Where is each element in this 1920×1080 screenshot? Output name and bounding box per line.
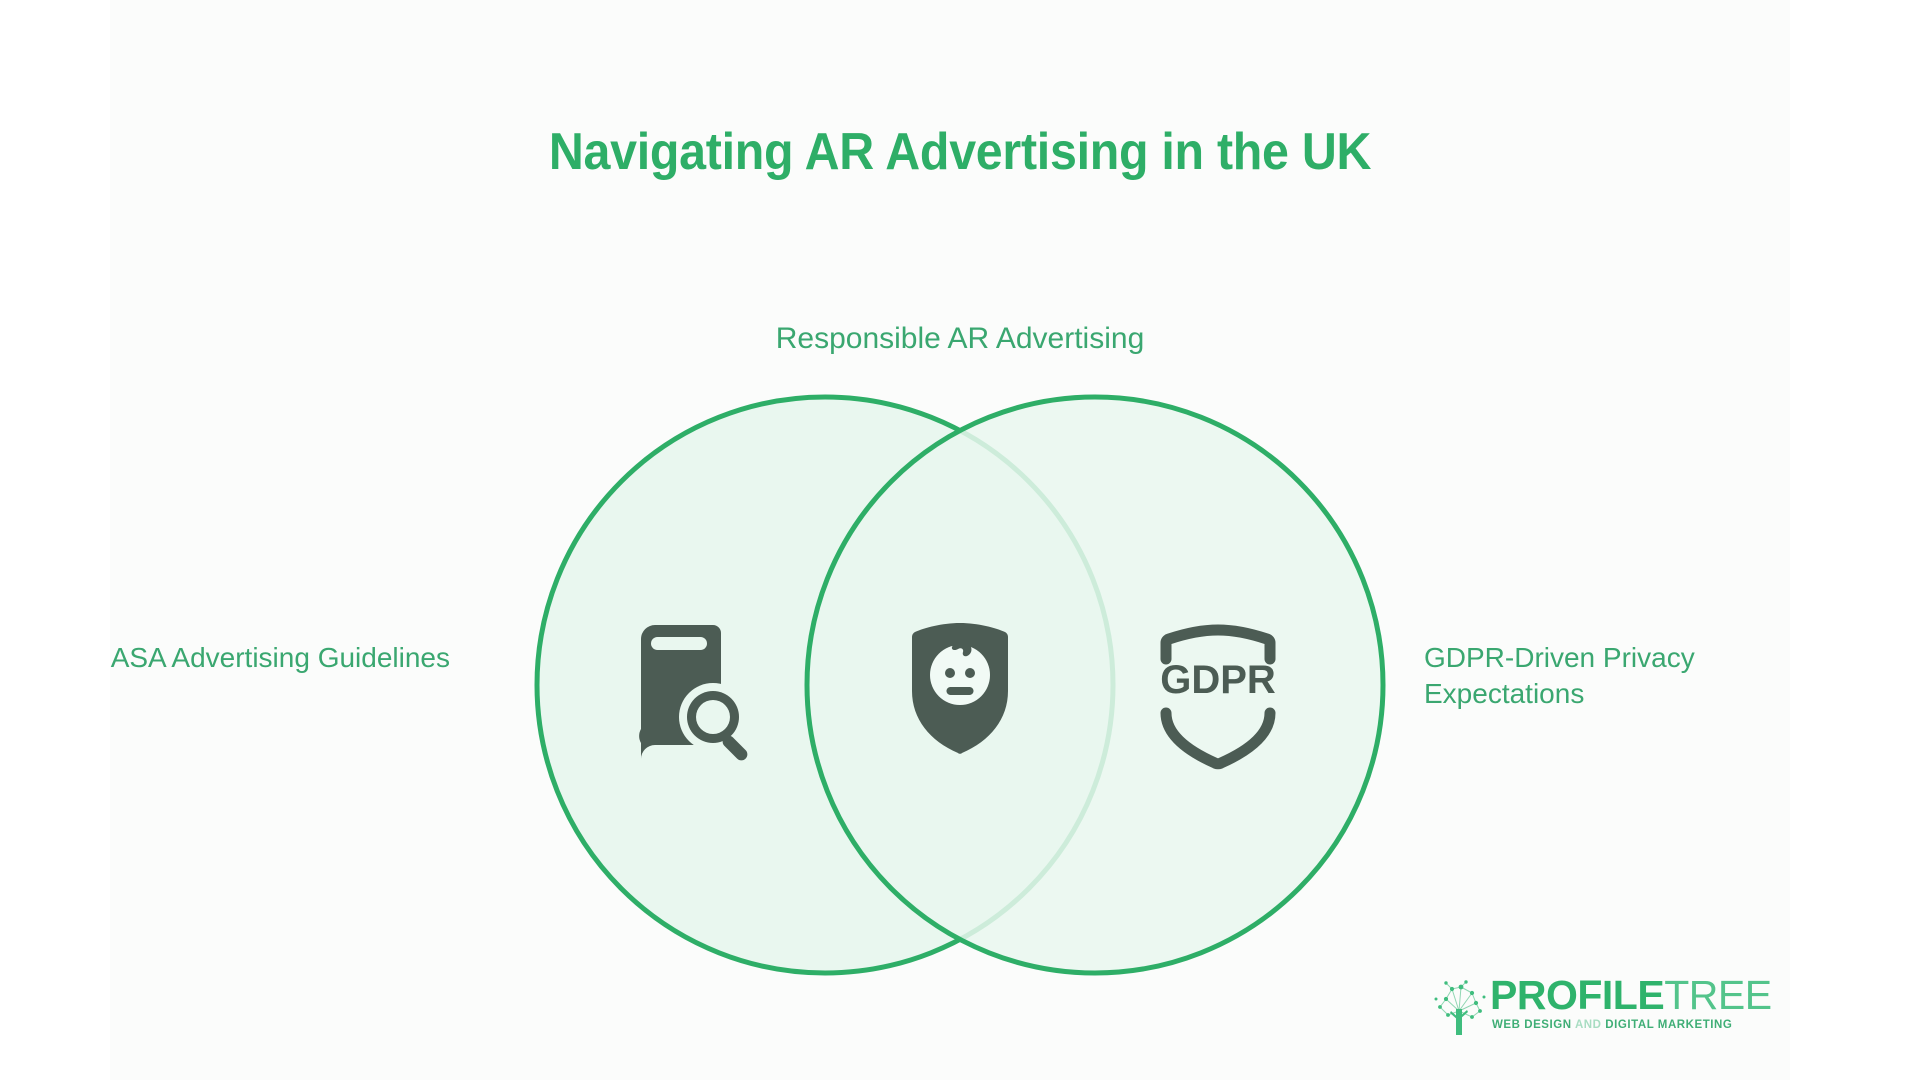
- logo-tagline-part3: DIGITAL MARKETING: [1605, 1019, 1733, 1031]
- shield-child-icon: [912, 623, 1008, 754]
- network-tree-icon: [1428, 977, 1490, 1037]
- profiletree-logo[interactable]: PROFILETREE WEB DESIGN AND DIGITAL MARKE…: [1428, 975, 1772, 1047]
- logo-tagline-part1: WEB DESIGN: [1492, 1019, 1572, 1031]
- logo-tagline-part2: AND: [1574, 1019, 1602, 1031]
- logo-wordmark: PROFILETREE: [1490, 975, 1772, 1016]
- venn-label-right: GDPR-Driven Privacy Expectations: [1424, 642, 1695, 709]
- book-magnifier-icon: [639, 625, 748, 761]
- logo-word-profile: PROFILE: [1490, 972, 1665, 1018]
- gdpr-shield-icon: GDPR: [1160, 624, 1276, 770]
- logo-word-tree: TREE: [1664, 972, 1772, 1018]
- venn-circle-right: [804, 394, 1386, 976]
- venn-diagram: GDPR: [450, 375, 1470, 995]
- gdpr-icon-text: GDPR: [1160, 658, 1276, 702]
- venn-intersection-label: Responsible AR Advertising: [775, 322, 1145, 355]
- page-title: Navigating AR Advertising in the UK: [548, 123, 1372, 181]
- venn-label-left: ASA Advertising Guidelines: [110, 642, 450, 673]
- logo-tagline: WEB DESIGN AND DIGITAL MARKETING: [1492, 1019, 1733, 1032]
